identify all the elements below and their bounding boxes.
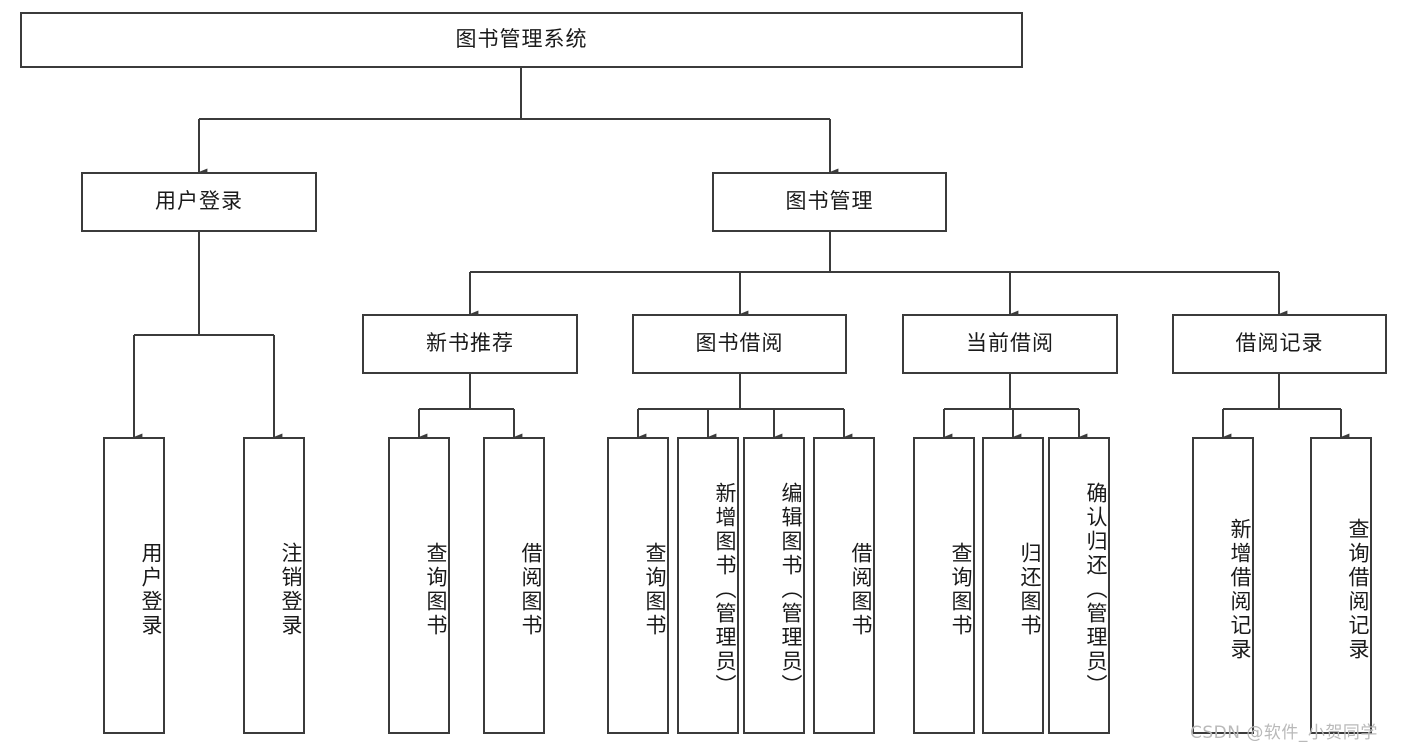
node-l-return-book: 归还图书 <box>982 437 1044 734</box>
node-label: 查询图书 <box>424 541 448 638</box>
node-label: 图书管理 <box>785 189 874 214</box>
node-n-book-borrow: 图书借阅 <box>632 314 847 374</box>
node-label: 图书借阅 <box>695 331 784 356</box>
node-l-logout: 注销登录 <box>243 437 305 734</box>
node-label: 图书管理系统 <box>455 27 588 52</box>
node-label: 确认归还（管理员） <box>1084 481 1108 698</box>
node-label: 用户登录 <box>139 541 163 638</box>
node-l-query-record: 查询借阅记录 <box>1310 437 1372 734</box>
node-label: 借阅图书 <box>519 541 543 638</box>
node-l-add-book: 新增图书（管理员） <box>677 437 739 734</box>
node-l-query-book-2: 查询图书 <box>607 437 669 734</box>
node-label: 当前借阅 <box>966 331 1054 356</box>
node-label: 编辑图书（管理员） <box>779 481 803 698</box>
node-label: 查询借阅记录 <box>1346 517 1370 662</box>
node-label: 新书推荐 <box>426 331 514 356</box>
node-n-borrow-record: 借阅记录 <box>1172 314 1387 374</box>
node-n-new-book-rec: 新书推荐 <box>362 314 578 374</box>
node-label: 查询图书 <box>643 541 667 638</box>
node-n-current-borrow: 当前借阅 <box>902 314 1118 374</box>
node-label: 归还图书 <box>1018 541 1042 638</box>
node-l-add-record: 新增借阅记录 <box>1192 437 1254 734</box>
node-l-borrow-book-2: 借阅图书 <box>813 437 875 734</box>
node-root: 图书管理系统 <box>20 12 1023 68</box>
node-label: 借阅记录 <box>1235 331 1324 356</box>
node-n-book-manage: 图书管理 <box>712 172 947 232</box>
node-l-query-book-3: 查询图书 <box>913 437 975 734</box>
node-label: 新增图书（管理员） <box>713 481 737 698</box>
node-label: 借阅图书 <box>849 541 873 638</box>
node-l-confirm-return: 确认归还（管理员） <box>1048 437 1110 734</box>
node-l-edit-book: 编辑图书（管理员） <box>743 437 805 734</box>
node-l-query-book-1: 查询图书 <box>388 437 450 734</box>
node-l-user-login: 用户登录 <box>103 437 165 734</box>
node-label: 注销登录 <box>279 541 303 638</box>
node-l-borrow-book-1: 借阅图书 <box>483 437 545 734</box>
node-label: 查询图书 <box>949 541 973 638</box>
node-n-user-login: 用户登录 <box>81 172 317 232</box>
node-label: 用户登录 <box>155 189 243 214</box>
watermark: CSDN @软件_小贺同学 <box>1190 723 1378 743</box>
node-label: 新增借阅记录 <box>1228 517 1252 662</box>
